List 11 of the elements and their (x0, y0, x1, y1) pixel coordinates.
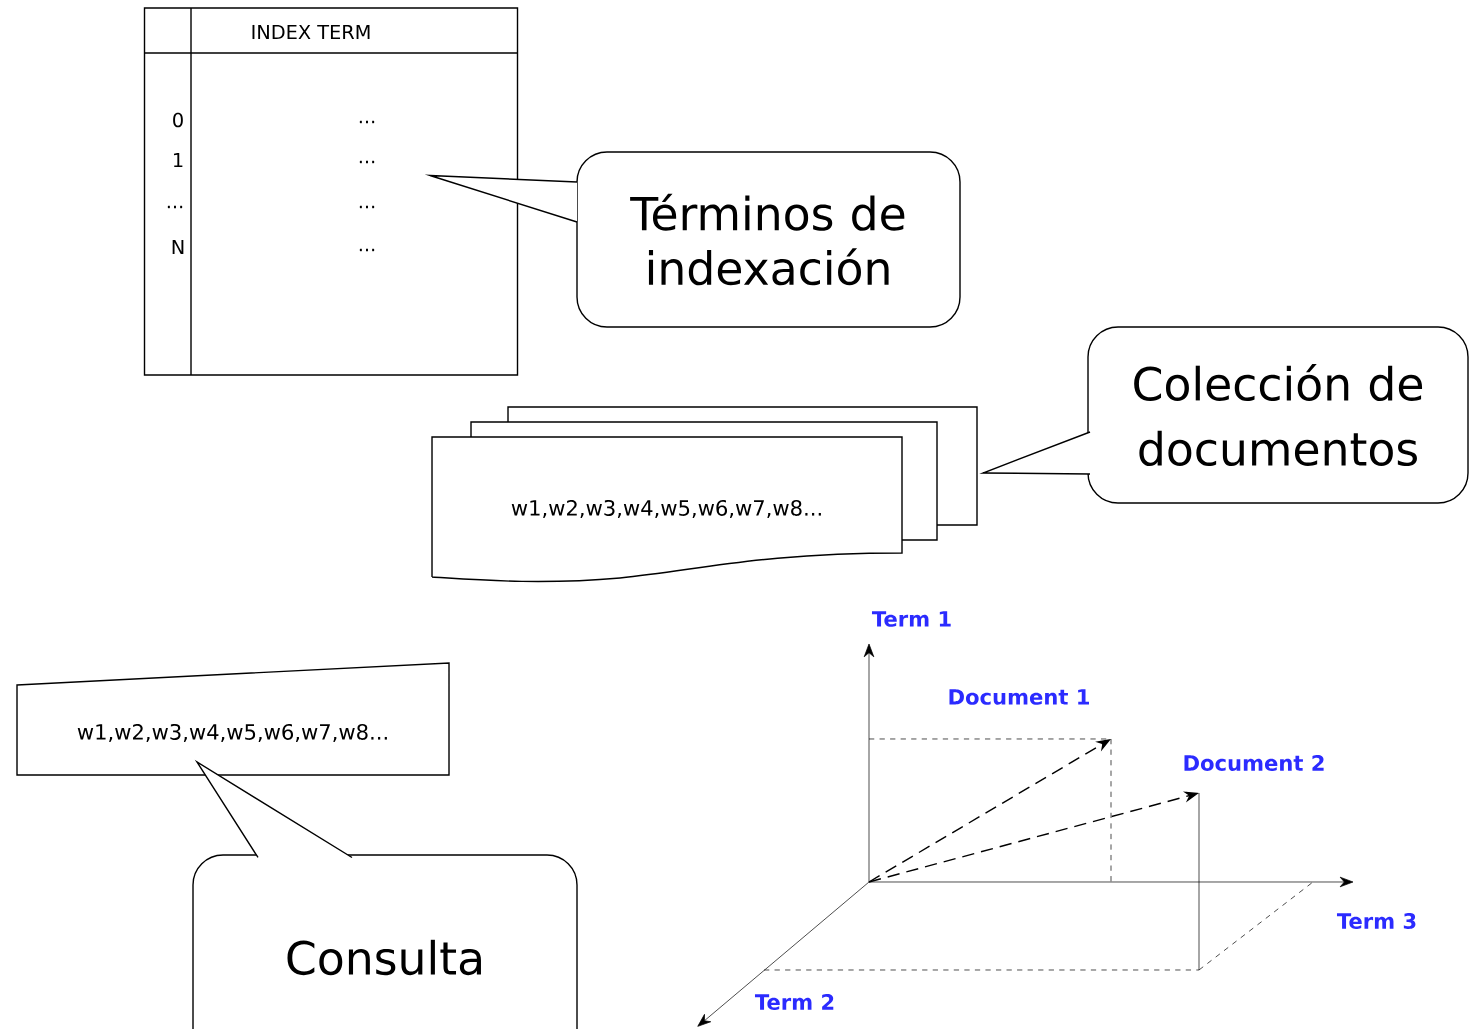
callout-pointer (194, 759, 353, 859)
axis-label: Term 1 (872, 611, 951, 627)
axis-label: Term 3 (1337, 913, 1416, 929)
speech-bubble: Términos de indexación (576, 151, 961, 328)
vector-label: Document 2 (1184, 755, 1324, 771)
axis-label: Term 2 (755, 994, 834, 1010)
speech-bubble: Consulta (192, 854, 578, 1029)
index-table: INDEX TERM 0 ... 1 ... ... ... N ... (143, 7, 519, 376)
speech-bubble: Colección de documentos (1087, 326, 1469, 504)
callout-pointer (979, 431, 1091, 475)
vector-label: Document 1 (949, 689, 1089, 705)
